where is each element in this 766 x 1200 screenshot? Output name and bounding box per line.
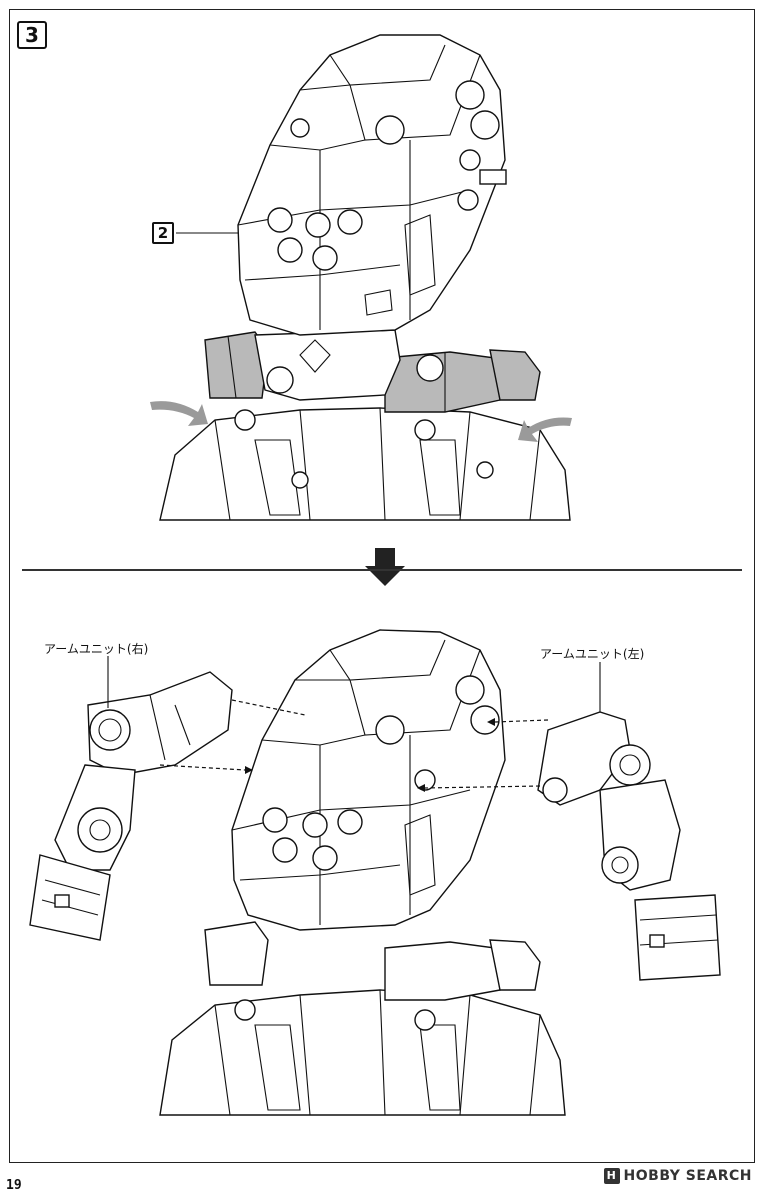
down-arrow-icon: [365, 548, 405, 586]
page-frame: [9, 9, 755, 1163]
watermark-text: HOBBY SEARCH: [623, 1168, 752, 1184]
page-number: 19: [6, 1178, 22, 1193]
watermark: H HOBBY SEARCH: [603, 1168, 752, 1184]
arm-unit-left-label: アームユニット(左): [540, 647, 645, 661]
watermark-logo-icon: H: [603, 1168, 620, 1184]
part-callout: 2: [152, 222, 174, 244]
curved-arrow-icon: [150, 401, 208, 426]
arm-unit-right-label: アームユニット(右): [44, 642, 149, 656]
top-head-drawing: [150, 34, 572, 521]
step-number-badge: 3: [17, 21, 47, 49]
bottom-assembly-drawing: [29, 629, 721, 1116]
section-divider: [22, 569, 742, 571]
curved-arrow-icon: [518, 417, 572, 442]
